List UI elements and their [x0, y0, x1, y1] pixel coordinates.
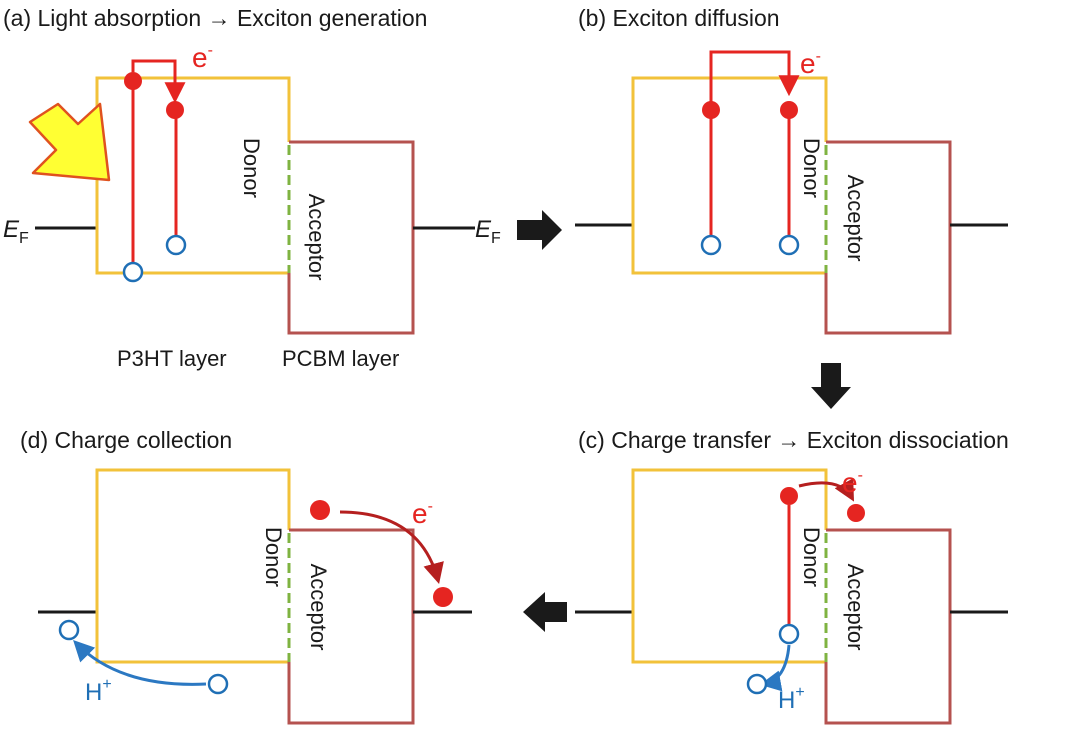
hole-circle [778, 234, 800, 256]
acceptor-label: Acceptor [843, 564, 868, 651]
electron-collection-arrow [339, 510, 444, 585]
hole-label: H+ [85, 676, 112, 706]
donor-box-upper [631, 468, 828, 612]
hole-transfer-arrow [759, 644, 791, 692]
light-arrow-icon [28, 102, 111, 182]
acceptor-box-upper [289, 140, 415, 228]
acceptor-box-upper [289, 528, 415, 612]
acceptor-box-lower [824, 612, 952, 725]
acceptor-box-upper [826, 528, 952, 612]
electron-label: e- [800, 48, 821, 79]
donor-label: Donor [799, 138, 824, 198]
hole-circle [778, 623, 800, 645]
flow-arrow-right-icon [517, 210, 562, 250]
electron-label: e- [412, 498, 433, 529]
acceptor-box-lower [824, 225, 952, 335]
panel-a-title: (a) Light absorption → Exciton generatio… [3, 5, 427, 31]
hole-circle [122, 261, 144, 283]
electron-label: e- [192, 42, 213, 73]
donor-box-lower [631, 225, 826, 275]
donor-label: Donor [261, 527, 286, 587]
electron-transfer-arrow [798, 478, 855, 502]
electron-label: e- [842, 467, 863, 498]
p3ht-layer-label: P3HT layer [117, 346, 227, 371]
donor-box-lower [95, 228, 289, 275]
excitation-arrow [131, 59, 186, 104]
acceptor-label: Acceptor [306, 564, 331, 651]
acceptor-box-lower [287, 612, 415, 725]
electron-dot-collected [433, 587, 453, 607]
donor-box-upper [95, 468, 291, 612]
hole-label: H+ [778, 684, 805, 714]
pcbm-layer-label: PCBM layer [282, 346, 399, 371]
flow-arrow-down-icon [811, 363, 851, 409]
hole-circle-collected [58, 619, 80, 641]
acceptor-box-lower [287, 228, 415, 335]
electron-dot [124, 72, 142, 90]
hole-collection-arrow [73, 639, 207, 686]
panel-d-title: (d) Charge collection [20, 427, 232, 453]
electron-dot-start [310, 500, 330, 520]
electron-dot [780, 101, 798, 119]
electron-dot-transferred [847, 504, 865, 522]
panel-a: (a) Light absorption → Exciton generatio… [3, 5, 475, 371]
panel-b-title: (b) Exciton diffusion [578, 5, 780, 31]
panel-c: (c) Charge transfer → Exciton dissociati… [575, 427, 1009, 725]
donor-box-lower [95, 612, 289, 664]
electron-dot [702, 101, 720, 119]
hole-circle [700, 234, 722, 256]
donor-box-lower [631, 612, 826, 664]
electron-dot [166, 101, 184, 119]
panel-c-title: (c) Charge transfer → Exciton dissociati… [578, 427, 1009, 453]
hole-circle [165, 234, 187, 256]
hole-circle-transferred [746, 673, 768, 695]
donor-box-upper [631, 76, 828, 225]
electron-dot [780, 487, 798, 505]
diffusion-arrow [709, 50, 800, 102]
acceptor-label: Acceptor [843, 175, 868, 262]
panel-b: (b) Exciton diffusion EF Donor Acceptor … [475, 5, 1008, 335]
acceptor-box-upper [826, 140, 952, 225]
flow-arrow-left-icon [523, 592, 567, 632]
acceptor-label: Acceptor [304, 194, 329, 281]
fermi-level-label: EF [3, 216, 29, 247]
donor-label: Donor [239, 138, 264, 198]
fermi-level-label: EF [475, 216, 501, 247]
panel-d: (d) Charge collection Donor Acceptor e- … [20, 427, 472, 725]
donor-label: Donor [799, 527, 824, 587]
hole-circle-start [207, 673, 229, 695]
